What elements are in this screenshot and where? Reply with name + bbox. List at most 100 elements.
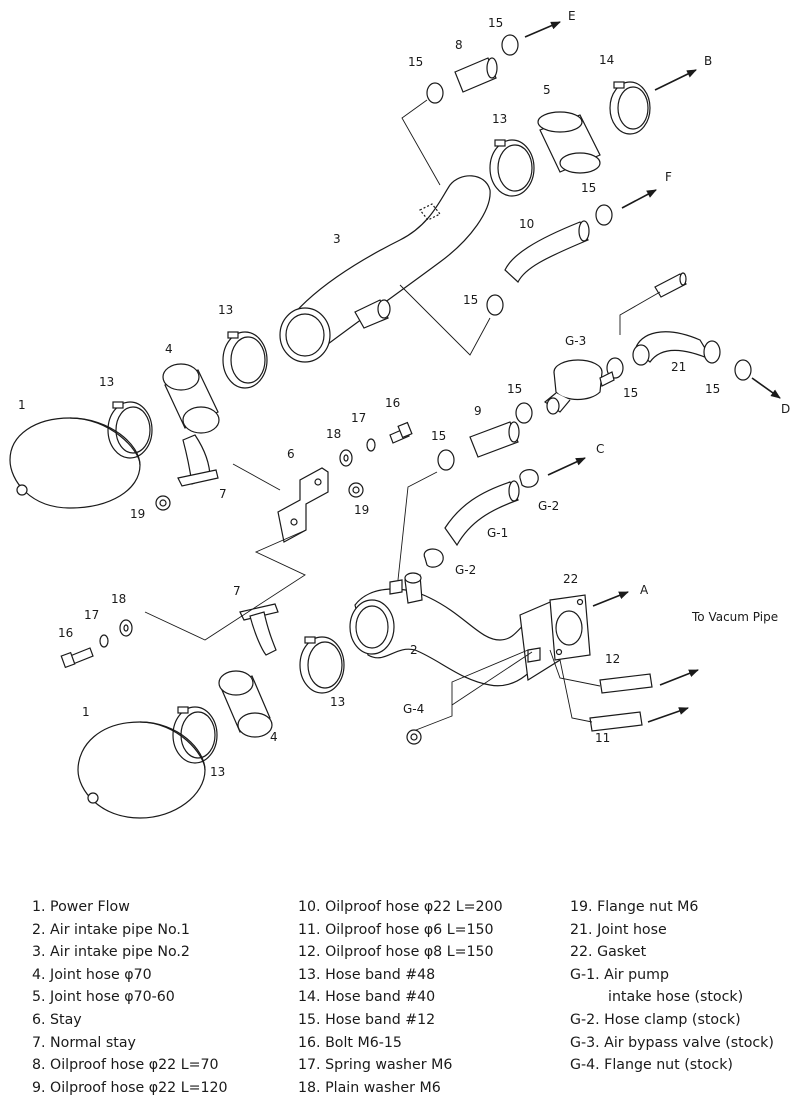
- stay: [277, 467, 329, 543]
- power-flow-filter-lower: [77, 721, 206, 819]
- leader-lines: [144, 99, 661, 731]
- oilproof-hose-12: [599, 673, 653, 694]
- label-15-e: 15: [507, 382, 522, 396]
- label-1-upper: 1: [18, 398, 26, 412]
- oilproof-hose-9: [469, 421, 520, 458]
- label-15-b: 15: [488, 16, 503, 30]
- label-15-c: 15: [581, 181, 596, 195]
- label-15-d: 15: [463, 293, 478, 307]
- legend-item: 19. Flange nut M6: [570, 899, 699, 915]
- label-arrow-f: F: [665, 170, 672, 184]
- label-18-a: 18: [326, 427, 341, 441]
- legend-item: 21. Joint hose: [570, 921, 667, 938]
- label-13-d: 13: [330, 695, 345, 709]
- air-bypass-valve: [543, 359, 615, 415]
- gasket: [549, 594, 591, 661]
- hose-band-48-a: [107, 401, 153, 459]
- label-7-upper: 7: [219, 487, 227, 501]
- small-vacuum-hose: [654, 272, 687, 298]
- normal-stay-lower: [239, 603, 279, 656]
- joint-hose-phi70-upper: [162, 363, 220, 434]
- legend-item: G-1. Air pump intake hose (stock): [570, 964, 774, 1009]
- label-16-b: 16: [58, 626, 73, 640]
- label-21: 21: [671, 360, 686, 374]
- label-13-a: 13: [99, 375, 114, 389]
- label-g2-lower: G-2: [455, 563, 476, 577]
- label-9: 9: [474, 404, 482, 418]
- air-intake-pipe-no2: [279, 175, 491, 363]
- label-12: 12: [605, 652, 620, 666]
- label-4-lower: 4: [270, 730, 278, 744]
- legend-item: 6. Stay: [32, 1011, 82, 1028]
- joint-hose-21: [632, 331, 721, 366]
- legend-column-2: 10. Oilproof hose φ22 L=200 11. Oilproof…: [298, 896, 503, 1099]
- label-to-vacuum-pipe: To Vacum Pipe: [691, 610, 778, 624]
- legend-item: 16. Bolt M6-15: [298, 1034, 402, 1051]
- legend-item: 5. Joint hose φ70-60: [32, 989, 175, 1006]
- label-13-b: 13: [218, 303, 233, 317]
- exploded-parts-diagram: 1 1 2 3 4 4 5 6 7 7 8 9 10 11 12 13 13 1…: [9, 9, 790, 819]
- label-4-upper: 4: [165, 342, 173, 356]
- direction-arrows: [524, 21, 781, 723]
- legend-item: 3. Air intake pipe No.2: [32, 944, 190, 961]
- legend-column-3: 19. Flange nut M6 21. Joint hose 22. Gas…: [570, 896, 774, 1077]
- legend-item: G-4. Flange nut (stock): [570, 1057, 733, 1074]
- callout-labels: 1 1 2 3 4 4 5 6 7 7 8 9 10 11 12 13 13 1…: [18, 9, 790, 779]
- label-15-a: 15: [408, 55, 423, 69]
- label-g2-upper: G-2: [538, 499, 559, 513]
- oilproof-hose-8: [454, 57, 498, 93]
- label-15-g: 15: [623, 386, 638, 400]
- label-17-b: 17: [84, 608, 99, 622]
- power-flow-filter-upper: [9, 417, 141, 509]
- label-11: 11: [595, 731, 610, 745]
- label-g3: G-3: [565, 334, 586, 348]
- legend-item: 17. Spring washer M6: [298, 1057, 453, 1074]
- air-intake-pipe-no1: [349, 572, 561, 687]
- label-22: 22: [563, 572, 578, 586]
- legend-item-continuation: intake hose (stock): [608, 989, 744, 1006]
- label-arrow-e: E: [568, 9, 576, 23]
- hose-band-48-b: [222, 331, 268, 389]
- label-15-h: 15: [705, 382, 720, 396]
- legend-item: 10. Oilproof hose φ22 L=200: [298, 899, 503, 915]
- oilproof-hose-10: [504, 220, 590, 283]
- fasteners: [60, 421, 422, 745]
- label-15-f: 15: [431, 429, 446, 443]
- legend-item: 12. Oilproof hose φ8 L=150: [298, 944, 494, 961]
- label-6: 6: [287, 447, 295, 461]
- hose-band-48-c: [489, 139, 535, 197]
- label-5: 5: [543, 83, 551, 97]
- label-arrow-a: A: [640, 583, 649, 597]
- legend-item: 4. Joint hose φ70: [32, 966, 152, 983]
- label-1-lower: 1: [82, 705, 90, 719]
- legend-item: 15. Hose band #12: [298, 1011, 436, 1028]
- label-13-e: 13: [210, 765, 225, 779]
- hose-band-12-group: [426, 34, 752, 471]
- legend-item: 1. Power Flow: [32, 899, 130, 915]
- legend-item: 14. Hose band #40: [298, 989, 436, 1006]
- label-19-a: 19: [130, 507, 145, 521]
- label-arrow-d: D: [781, 402, 790, 416]
- label-10: 10: [519, 217, 534, 231]
- joint-hose-phi70-60: [537, 111, 601, 174]
- legend-item: 2. Air intake pipe No.1: [32, 921, 190, 938]
- legend-item: 11. Oilproof hose φ6 L=150: [298, 921, 494, 938]
- hose-clamp-stock: [423, 469, 539, 568]
- label-14: 14: [599, 53, 614, 67]
- legend-item: G-3. Air bypass valve (stock): [570, 1034, 774, 1051]
- label-18-b: 18: [111, 592, 126, 606]
- legend-item: 8. Oilproof hose φ22 L=70: [32, 1057, 219, 1074]
- joint-hose-phi70-lower: [218, 670, 273, 738]
- legend-item-text: G-1. Air pump: [570, 966, 669, 983]
- label-arrow-b: B: [704, 54, 712, 68]
- hose-band-48-d: [299, 636, 345, 694]
- hose-band-40: [609, 81, 651, 135]
- label-8: 8: [455, 38, 463, 52]
- oilproof-hose-11: [589, 711, 643, 732]
- label-17-a: 17: [351, 411, 366, 425]
- normal-stay-upper: [177, 434, 219, 487]
- legend-item: 13. Hose band #48: [298, 966, 436, 983]
- label-3: 3: [333, 232, 341, 246]
- label-19-b: 19: [354, 503, 369, 517]
- label-7-lower: 7: [233, 584, 241, 598]
